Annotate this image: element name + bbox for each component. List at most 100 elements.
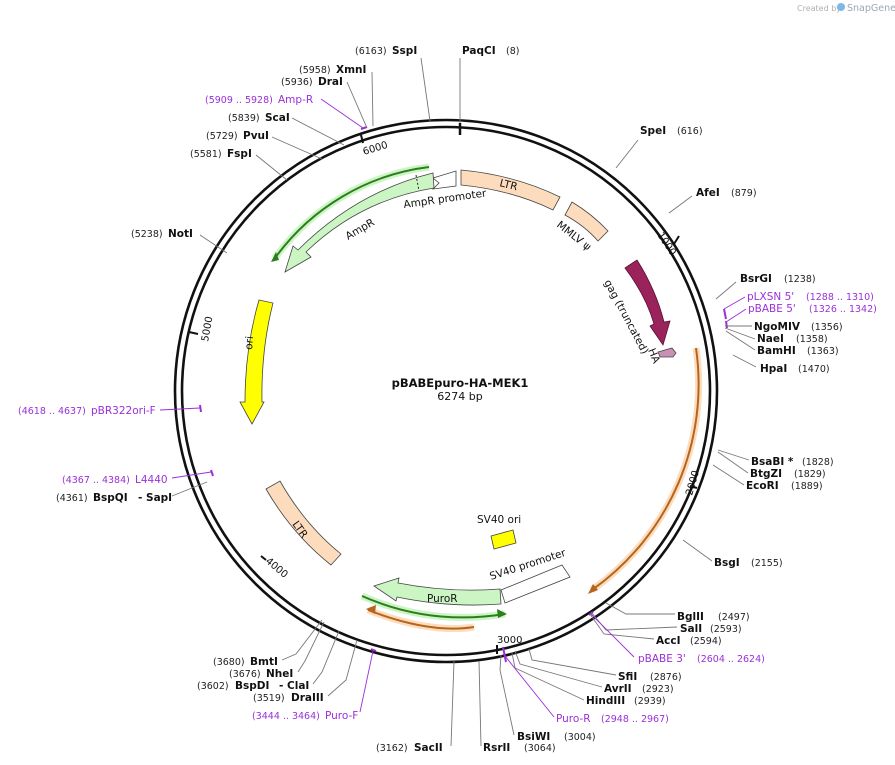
site-drai-pos: (5936) <box>281 77 313 88</box>
ltr-top-feature[interactable] <box>460 169 561 211</box>
backbone-inner <box>180 125 712 657</box>
site-sacii-name[interactable]: SacII <box>414 742 443 754</box>
leader-hpai <box>732 354 757 368</box>
ltr-top-label: LTR <box>498 177 518 193</box>
site-rsrii-name[interactable]: RsrII <box>483 742 510 754</box>
primer-l4440-name[interactable]: L4440 <box>135 474 168 486</box>
site-drai-name[interactable]: DraI <box>318 76 343 88</box>
leader-bspqi <box>171 481 208 497</box>
site-naei-name[interactable]: NaeI <box>757 333 784 345</box>
leader-nhei <box>297 621 325 673</box>
sv40-promoter-feature[interactable] <box>500 564 571 604</box>
leader-xmni <box>371 71 374 127</box>
site-noti-name[interactable]: NotI <box>168 228 193 240</box>
site-draiii-name[interactable]: DraIII <box>291 692 324 704</box>
sv40-ori-feature[interactable] <box>490 529 517 550</box>
site-bsgi-pos: (2155) <box>751 558 783 569</box>
site-avrii-pos: (2923) <box>642 684 674 695</box>
site-sfii-name[interactable]: SfiI <box>618 671 637 683</box>
site-pvui-name[interactable]: PvuI <box>243 130 269 142</box>
leader-rsrii <box>478 660 482 747</box>
sv40-ori-label: SV40 ori <box>477 514 521 526</box>
leader-noti <box>199 234 228 254</box>
site-paqci-name[interactable]: PaqCI <box>462 45 496 57</box>
primer-purof-name[interactable]: Puro-F <box>325 710 358 722</box>
site-sspi-name[interactable]: SspI <box>392 45 417 57</box>
leader-pvui <box>271 136 323 160</box>
primer-pbr322-name[interactable]: pBR322ori-F <box>91 405 156 417</box>
site-bsrgi-name[interactable]: BsrGI <box>740 273 772 285</box>
site-nhei-pos: (3676) <box>229 669 261 680</box>
primer-ampr-name[interactable]: Amp-R <box>278 94 313 106</box>
site-hpai-name[interactable]: HpaI <box>760 363 787 375</box>
site-spei-name[interactable]: SpeI <box>640 125 666 137</box>
leader-sfii <box>528 648 617 676</box>
leader-lines <box>159 57 757 747</box>
leader-ecori <box>712 464 745 486</box>
site-bamhi-name[interactable]: BamHI <box>757 345 796 357</box>
puror-orf-arrowhead <box>497 609 507 618</box>
leader-acci <box>589 613 655 640</box>
site-avrii-name[interactable]: AvrII <box>604 683 632 695</box>
ltr-bottom-feature[interactable] <box>265 480 342 566</box>
site-bsabi-name[interactable]: BsaBI * <box>751 456 794 468</box>
leader-bamhi <box>725 330 756 351</box>
site-sapi-name[interactable]: - SapI <box>138 492 172 504</box>
ampr-promoter-feature[interactable] <box>431 170 457 190</box>
sv40-orf-line <box>367 609 475 630</box>
site-fspi-name[interactable]: FspI <box>227 148 252 160</box>
leader-bsgi <box>682 539 713 562</box>
primer-pbabe5-name[interactable]: pBABE 5' <box>748 303 796 315</box>
site-afei-name[interactable]: AfeI <box>696 187 720 199</box>
site-ecori-name[interactable]: EcoRI <box>746 480 779 492</box>
leader-spei <box>615 139 639 169</box>
leader-sspi <box>420 57 431 122</box>
primer-pbabe3-name[interactable]: pBABE 3' <box>638 653 686 665</box>
site-bmti-name[interactable]: BmtI <box>250 656 278 668</box>
site-sali-name[interactable]: SalI <box>680 623 702 635</box>
primer-labels: pLXSN 5' (1288 .. 1310) pBABE 5' (1326 .… <box>18 94 877 725</box>
primer-plxsn-name[interactable]: pLXSN 5' <box>747 291 794 303</box>
mmlv-psi-feature[interactable] <box>564 201 609 242</box>
site-acci-name[interactable]: AccI <box>656 635 680 647</box>
snapgene-logo-icon <box>837 3 845 11</box>
primer-puror-name[interactable]: Puro-R <box>556 713 591 725</box>
site-hindiii-name[interactable]: HindIII <box>586 695 625 707</box>
site-scai-name[interactable]: ScaI <box>265 112 290 124</box>
gag-orf-arrowhead <box>588 584 598 594</box>
leader-primer-puror <box>504 655 555 718</box>
site-bspqi-name[interactable]: BspQI <box>93 492 128 504</box>
gag-feature[interactable] <box>624 259 671 346</box>
site-bsgi-name[interactable]: BsgI <box>714 557 740 569</box>
snapgene-credit: Created by SnapGene <box>797 3 895 14</box>
tick-label-2000: 2000 <box>684 469 702 496</box>
leader-btgzi <box>717 451 749 474</box>
ori-feature[interactable] <box>239 299 274 425</box>
leader-scai <box>291 117 345 146</box>
leader-sacii <box>450 660 455 747</box>
site-clai-name[interactable]: - ClaI <box>279 680 309 692</box>
site-spei-pos: (616) <box>677 126 703 137</box>
plasmid-center: pBABEpuro-HA-MEK1 6274 bp <box>392 376 529 403</box>
tick-label-3000: 3000 <box>497 635 522 646</box>
puror-feature[interactable] <box>373 577 502 606</box>
ha-feature[interactable] <box>657 347 677 358</box>
leader-primer-pbabe5 <box>725 308 747 323</box>
leader-primer-plxsn <box>723 296 746 310</box>
primer-plxsn-pos: (1288 .. 1310) <box>806 292 874 303</box>
site-bspdi-name[interactable]: BspDI <box>235 680 269 692</box>
site-bglii-name[interactable]: BglII <box>677 611 704 623</box>
site-xmni-pos: (5958) <box>299 65 331 76</box>
site-ecori-pos: (1889) <box>791 481 823 492</box>
site-xmni-name[interactable]: XmnI <box>336 64 366 76</box>
site-hpai-pos: (1470) <box>798 364 830 375</box>
ampr-feature[interactable] <box>284 172 435 273</box>
site-ngomiv-name[interactable]: NgoMIV <box>754 321 801 333</box>
gag-orf-halo <box>589 347 703 593</box>
site-nhei-name[interactable]: NheI <box>266 668 293 680</box>
site-bsiwi-name[interactable]: BsiWI <box>517 731 550 743</box>
leader-bmti <box>281 619 323 661</box>
site-btgzi-name[interactable]: BtgZI <box>750 468 782 480</box>
puror-orf-line <box>361 595 506 619</box>
